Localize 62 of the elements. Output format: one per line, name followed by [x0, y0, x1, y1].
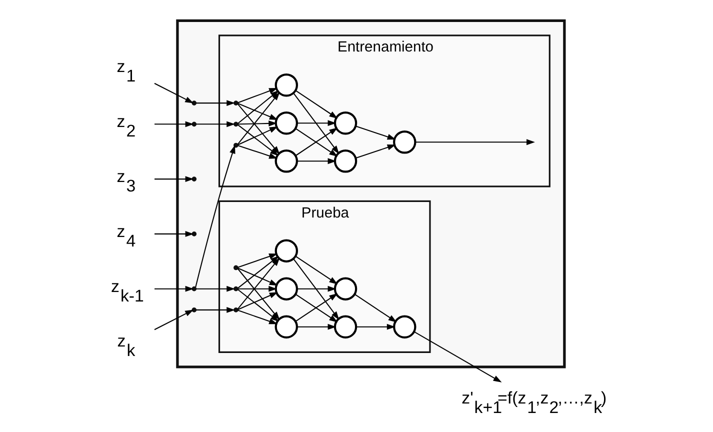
node-circle: [334, 315, 358, 338]
arrow: [237, 258, 280, 310]
node-point: [192, 308, 197, 312]
node-point: [234, 100, 238, 106]
node-circle: [274, 277, 298, 300]
node-point: [192, 176, 197, 182]
arrow: [293, 92, 340, 154]
arrow: [238, 310, 278, 324]
node-circle: [274, 149, 298, 173]
arrow: [415, 139, 535, 146]
node-point: [234, 286, 238, 292]
arrow: [154, 230, 194, 237]
arrow: [238, 120, 278, 126]
arrow: [356, 144, 396, 158]
node-circle: [393, 315, 416, 338]
arrow: [154, 310, 194, 330]
node-point: [192, 122, 197, 127]
arrow: [154, 286, 194, 292]
arrow: [237, 92, 280, 145]
node-point: [234, 142, 238, 148]
arrow: [196, 121, 236, 128]
arrow: [154, 176, 194, 182]
node-point: [192, 286, 197, 292]
arrow: [238, 102, 278, 120]
arrow: [414, 331, 502, 382]
node-circle: [334, 277, 358, 300]
node-circle: [274, 315, 298, 338]
arrow: [293, 258, 340, 320]
arrow: [297, 324, 336, 330]
node-point: [192, 100, 197, 106]
arrow: [297, 158, 336, 164]
arrow: [238, 145, 278, 159]
cluster: [176, 19, 566, 368]
arrow: [196, 307, 236, 313]
arrow: [196, 286, 236, 292]
cluster: Entrenamiento: [218, 34, 550, 188]
arrow: [154, 82, 194, 104]
node-circle: [334, 111, 358, 135]
arrow: [297, 120, 336, 126]
node-circle: [274, 111, 298, 135]
node-point: [234, 265, 238, 270]
arrow: [356, 126, 396, 140]
arrow: [356, 324, 396, 330]
arrow: [296, 90, 338, 119]
cluster: Prueba: [218, 200, 431, 353]
arrow: [238, 292, 278, 310]
arrow: [296, 256, 338, 284]
arrow: [196, 100, 236, 106]
arrow: [154, 121, 194, 128]
node-circle: [274, 73, 298, 97]
arrow: [238, 286, 278, 292]
arrow: [238, 268, 278, 286]
arrow: [238, 126, 278, 146]
node-point: [234, 122, 238, 127]
node-circle: [334, 149, 358, 173]
node-point: [192, 232, 197, 236]
arrow: [297, 286, 336, 292]
node-circle: [393, 130, 416, 154]
arrow: [195, 145, 236, 288]
node-circle: [274, 239, 298, 262]
arrow: [354, 294, 397, 322]
node-point: [234, 308, 238, 312]
